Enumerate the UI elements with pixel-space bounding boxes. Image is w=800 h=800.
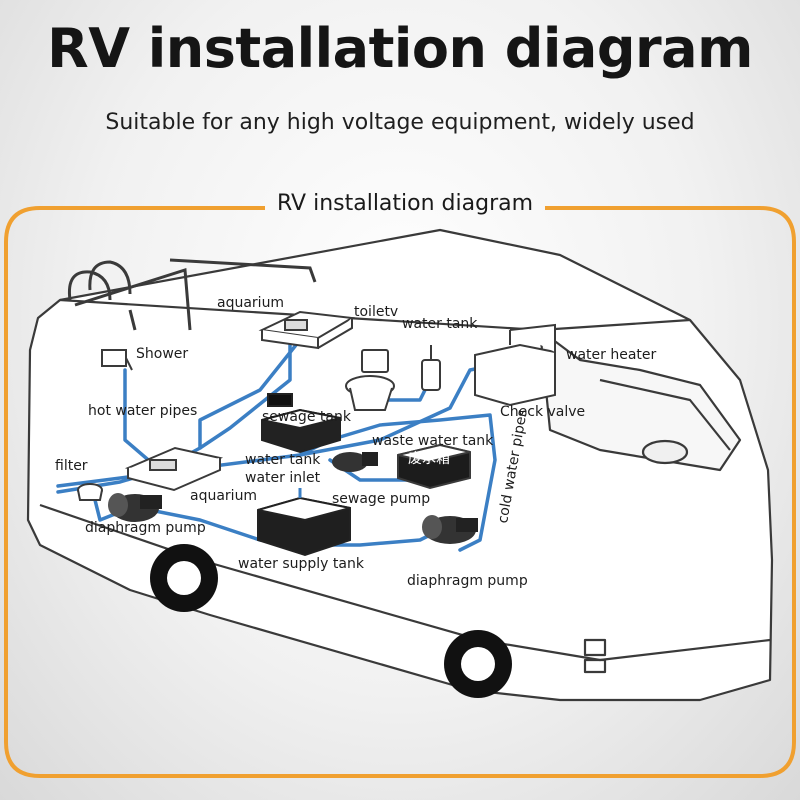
- label-toiletv: toiletv: [354, 304, 399, 320]
- diaphragm-pump-left: [108, 493, 162, 522]
- water-tank-small: [421, 345, 441, 391]
- label-hot-water-pipes: hot water pipes: [88, 403, 198, 419]
- roof-ladder: [67, 258, 317, 331]
- toilet: [345, 349, 395, 411]
- label-waste-water-tank: waste water tank: [372, 433, 494, 449]
- label-aquarium-bottom: aquarium: [190, 488, 258, 504]
- label-aquarium-top: aquarium: [217, 295, 285, 311]
- frame-border: [4, 206, 796, 778]
- frame-label: RV installation diagram: [276, 191, 534, 216]
- label-check-valve: Check valve: [500, 404, 586, 420]
- page-title: RV installation diagram: [47, 17, 753, 80]
- label-diaphragm-pump-left: diaphragm pump: [85, 520, 206, 536]
- label-waste-water-tank-cn: 废水箱: [408, 451, 450, 467]
- water-heater-box: [474, 323, 556, 407]
- sewage-tank: [261, 393, 341, 454]
- aquarium-bottom-sink: [124, 446, 224, 492]
- wheels: [150, 544, 512, 698]
- label-sewage-pump: sewage pump: [332, 491, 431, 507]
- label-water-tank: water tank: [402, 316, 478, 332]
- label-filter: filter: [55, 458, 88, 474]
- water-supply-tank: [257, 488, 351, 557]
- label-diaphragm-pump-right: diaphragm pump: [407, 573, 528, 589]
- label-sewage-tank: sewage tank: [262, 409, 351, 425]
- label-shower: Shower: [136, 346, 189, 362]
- aquarium-top-sink: [258, 310, 356, 350]
- label-water-tank-inlet-1: water tank: [245, 452, 321, 468]
- shower-head: [101, 349, 133, 371]
- label-water-tank-inlet-2: water inlet: [245, 470, 321, 486]
- sewage-pump: [332, 452, 378, 472]
- waste-water-tank: [397, 443, 471, 490]
- filter-unit: [77, 483, 103, 501]
- diaphragm-pump-right: [422, 515, 478, 544]
- label-water-supply-tank: water supply tank: [238, 556, 364, 572]
- page-subtitle: Suitable for any high voltage equipment,…: [105, 110, 695, 135]
- label-water-heater: water heater: [566, 347, 657, 363]
